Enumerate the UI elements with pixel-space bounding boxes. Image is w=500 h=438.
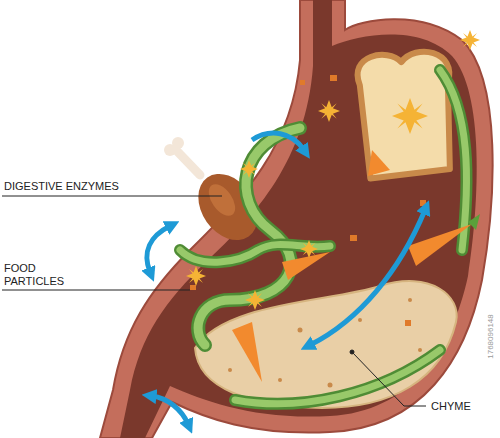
watermark: 1768096148 [484,307,497,367]
callout-label: FOOD PARTICLES [4,262,74,288]
enzyme-stars [186,30,480,310]
food-specks [190,75,426,326]
callout-label: CHYME [431,400,497,413]
stomach-wall [100,0,493,438]
callout-label: DIGESTIVE ENZYMES [4,180,204,193]
carrot-pieces [232,150,480,382]
leader-lines [2,196,426,406]
enzyme-strands [180,70,467,404]
stomach-cavity [120,0,477,438]
mixing-arrows [147,133,425,424]
